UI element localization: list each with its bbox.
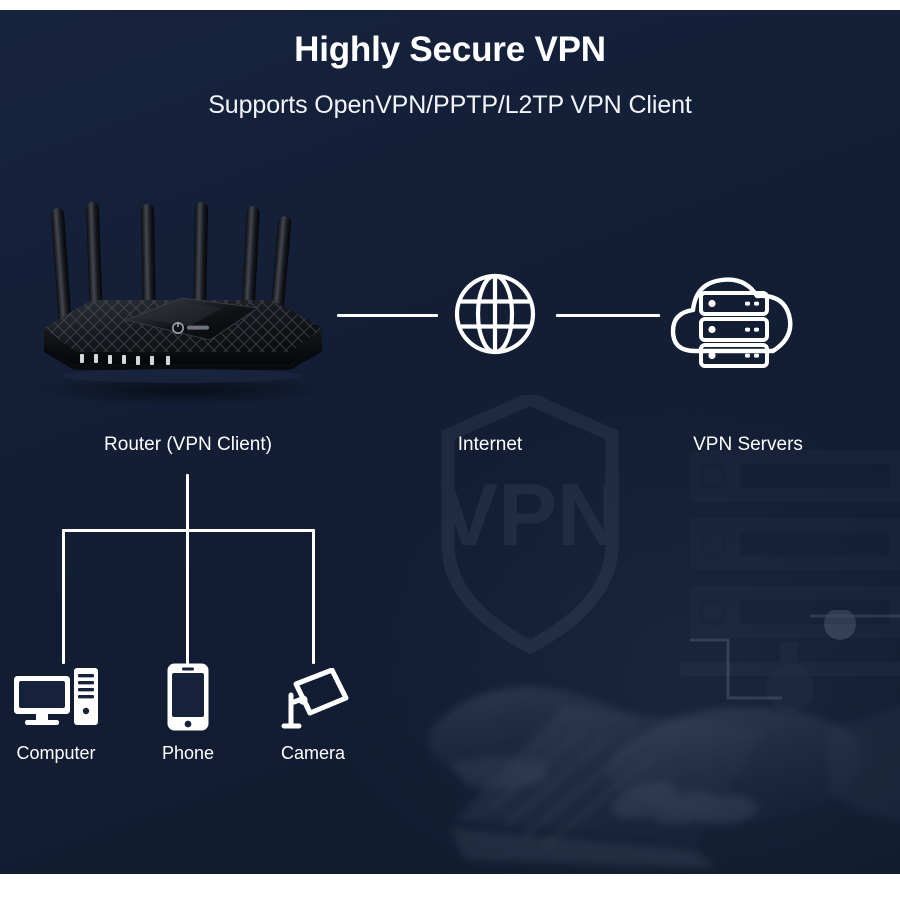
node-label-internet: Internet [457, 434, 523, 455]
smartphone-icon [166, 662, 210, 737]
device-label-phone: Phone [161, 743, 215, 763]
desktop-computer-icon [12, 666, 100, 737]
page-title: Highly Secure VPN [294, 30, 606, 69]
cloud-server-icon [667, 265, 799, 378]
server-rack-watermark [680, 440, 900, 740]
connector-to-camera [312, 529, 315, 664]
circuit-lines-watermark [690, 608, 900, 780]
wifi-router-icon [22, 200, 342, 406]
node-label-vpn-servers: VPN Servers [693, 434, 803, 455]
connector-to-phone [186, 529, 189, 664]
dark-panel: VPN Highly Secure VPN Supports OpenVPN/P… [0, 10, 900, 874]
connector-internet-vpn [556, 314, 660, 317]
node-label-router: Router (VPN Client) [104, 434, 272, 455]
globe-icon [452, 271, 538, 362]
connector-router-stem [186, 474, 189, 532]
connector-router-internet [337, 314, 438, 317]
device-label-camera: Camera [280, 743, 346, 763]
connector-to-computer [62, 529, 65, 664]
vpn-shield-text: VPN [440, 465, 620, 564]
security-camera-icon [280, 667, 350, 735]
device-label-computer: Computer [16, 743, 96, 763]
page-subtitle: Supports OpenVPN/PPTP/L2TP VPN Client [208, 91, 692, 119]
hands-on-laptop-watermark [395, 610, 900, 874]
